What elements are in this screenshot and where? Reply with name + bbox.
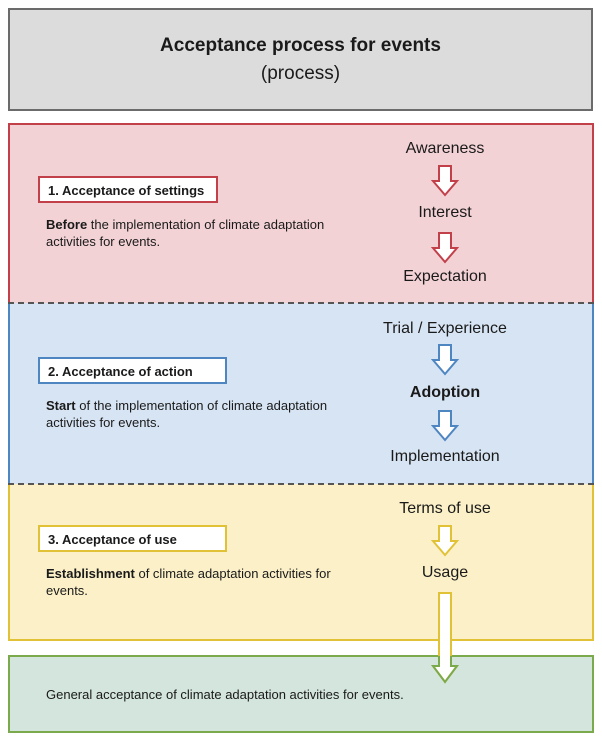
title-box: Acceptance process for events (process) bbox=[8, 8, 593, 111]
description-text: of climate adaptation activities for eve… bbox=[46, 566, 331, 598]
section-general-acceptance: General acceptance of climate adaptation… bbox=[8, 655, 594, 733]
stage-expectation: Expectation bbox=[403, 268, 487, 285]
dashed-divider-2 bbox=[8, 483, 594, 485]
dashed-divider-1 bbox=[8, 302, 594, 304]
description-use: Establishment of climate adaptation acti… bbox=[46, 565, 346, 599]
diagram-subtitle: (process) bbox=[260, 63, 341, 84]
description-emphasis: Establishment bbox=[46, 566, 135, 581]
description-emphasis: Before bbox=[46, 217, 88, 232]
stage-awareness: Awareness bbox=[405, 140, 485, 157]
description-text: of the implementation of climate adaptat… bbox=[46, 398, 328, 430]
stage-usage: Usage bbox=[421, 564, 469, 581]
description-action: Start of the implementation of climate a… bbox=[46, 397, 346, 431]
section-use bbox=[8, 484, 594, 641]
description-settings: Before the implementation of climate ada… bbox=[46, 216, 346, 250]
section-settings bbox=[8, 123, 594, 303]
diagram-title: Acceptance process for events bbox=[160, 35, 441, 56]
stage-implementation: Implementation bbox=[390, 448, 500, 465]
stage-adoption: Adoption bbox=[409, 384, 481, 401]
description-emphasis: Start bbox=[46, 398, 76, 413]
stage-interest: Interest bbox=[418, 204, 472, 221]
label-acceptance-settings: 1. Acceptance of settings bbox=[38, 176, 218, 203]
general-acceptance-text: General acceptance of climate adaptation… bbox=[46, 687, 404, 702]
description-text: the implementation of climate adaptation… bbox=[46, 217, 325, 249]
stage-trial-experience: Trial / Experience bbox=[383, 320, 507, 337]
section-action bbox=[8, 303, 594, 484]
label-acceptance-action: 2. Acceptance of action bbox=[38, 357, 227, 384]
stage-terms-of-use: Terms of use bbox=[399, 500, 491, 517]
label-acceptance-use: 3. Acceptance of use bbox=[38, 525, 227, 552]
